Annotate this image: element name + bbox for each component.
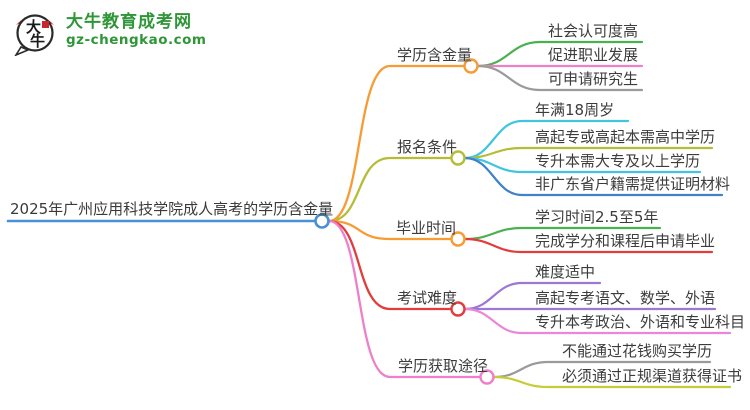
leaf-label: 可申请研究生	[548, 70, 639, 88]
edge-branch-3-child-2	[463, 307, 732, 335]
logo-char-bottom: 牛	[30, 32, 45, 50]
site-logo: 大 牛 大牛教育成考网 gz-chengkao.com	[12, 8, 207, 56]
root-topic-label: 2025年广州应用科技学院成人高考的学历含金量	[10, 200, 334, 218]
leaf-label: 学习时间2.5至5年	[535, 208, 659, 226]
leaf-label: 年满18周岁	[535, 101, 615, 119]
branch-label-graduation-time: 毕业时间	[396, 219, 457, 237]
branch-2-node-circle	[450, 231, 466, 247]
edge-branch-4	[327, 219, 482, 379]
leaf-label: 专升本考政治、外语和专业科目	[535, 313, 746, 331]
edge-branch-0-child-2	[476, 64, 644, 92]
logo-red-seal	[42, 21, 49, 28]
leaf-label: 难度适中	[535, 263, 596, 281]
branch-0-node-circle	[463, 58, 479, 74]
edge-branch-1-child-3	[463, 156, 724, 197]
edge-branch-1	[327, 156, 453, 223]
leaf-label: 完成学分和课程后申请毕业	[535, 232, 716, 250]
leaf-label: 高起专考语文、数学、外语	[535, 289, 716, 307]
leaf-label: 必须通过正规渠道获得证书	[562, 367, 743, 385]
leaf-label: 非广东省户籍需提供证明材料	[535, 175, 731, 193]
leaf-label: 不能通过花钱购买学历	[562, 342, 713, 360]
branch-label-credential-value: 学历含金量	[397, 46, 473, 64]
branch-4-node-circle	[479, 369, 495, 385]
edge-branch-2-child-1	[463, 237, 714, 254]
leaf-label: 专升本需大专及以上学历	[535, 152, 701, 170]
daniu-bull-logo-icon: 大 牛	[14, 14, 54, 56]
edge-branch-0	[327, 64, 466, 223]
leaf-label: 社会认可度高	[548, 22, 639, 40]
brand-name: 大牛教育成考网	[66, 12, 192, 32]
leaf-label: 高起专或高起本需高中学历	[535, 128, 716, 146]
leaf-label: 促进职业发展	[548, 46, 639, 64]
edge-branch-4-child-1	[492, 375, 732, 389]
root-node-circle	[314, 213, 330, 229]
logo-bubble-tail	[14, 45, 31, 56]
branch-label-degree-acquisition: 学历获取途径	[398, 357, 489, 375]
branch-label-exam-difficulty: 考试难度	[397, 289, 458, 307]
brand-domain: gz-chengkao.com	[66, 32, 207, 48]
logo-text-block: 大牛教育成考网 gz-chengkao.com	[66, 8, 207, 48]
branch-1-node-circle	[450, 150, 466, 166]
edge-branch-3	[327, 219, 453, 311]
logo-char-top: 大	[26, 18, 41, 36]
branch-3-node-circle	[450, 301, 466, 317]
branch-label-registration: 报名条件	[397, 138, 458, 156]
edge-branch-2	[327, 219, 453, 241]
